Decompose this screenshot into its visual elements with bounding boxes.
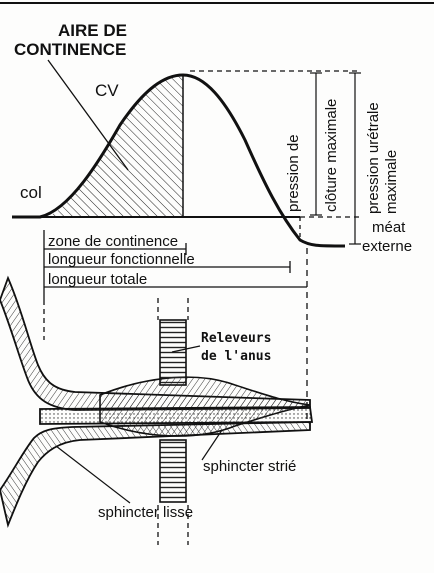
meatus-label-1: méat xyxy=(372,219,406,236)
total-length-label: longueur totale xyxy=(48,271,147,288)
smooth-sphincter-label: sphincter lisse xyxy=(98,504,193,521)
title-pointer-line xyxy=(48,60,128,170)
levator-ani-lower xyxy=(160,440,186,502)
title-line-2: CONTINENCE xyxy=(14,40,126,59)
smooth-sphincter-pointer xyxy=(56,446,130,503)
levator-ani-upper xyxy=(160,320,186,385)
meatus-label-2: externe xyxy=(362,238,412,255)
levator-label-2: de l'anus xyxy=(201,349,271,364)
title-line-1: AIRE DE xyxy=(58,21,127,40)
closure-pressure-label-2: clôture maximale xyxy=(323,99,340,212)
urethral-pressure-label-1: pression urétrale xyxy=(365,102,382,214)
col-label: col xyxy=(20,183,42,202)
urethral-lumen xyxy=(40,407,312,424)
closure-pressure-label-1: pression de xyxy=(285,134,302,212)
striated-sphincter-label: sphincter strié xyxy=(203,458,296,475)
urethral-pressure-label-2: maximale xyxy=(383,150,400,214)
cv-label: CV xyxy=(95,81,119,100)
functional-length-label: longueur fonctionnelle xyxy=(48,251,195,268)
continence-zone-label: zone de continence xyxy=(48,233,178,250)
levator-label-1: Releveurs xyxy=(201,331,271,346)
